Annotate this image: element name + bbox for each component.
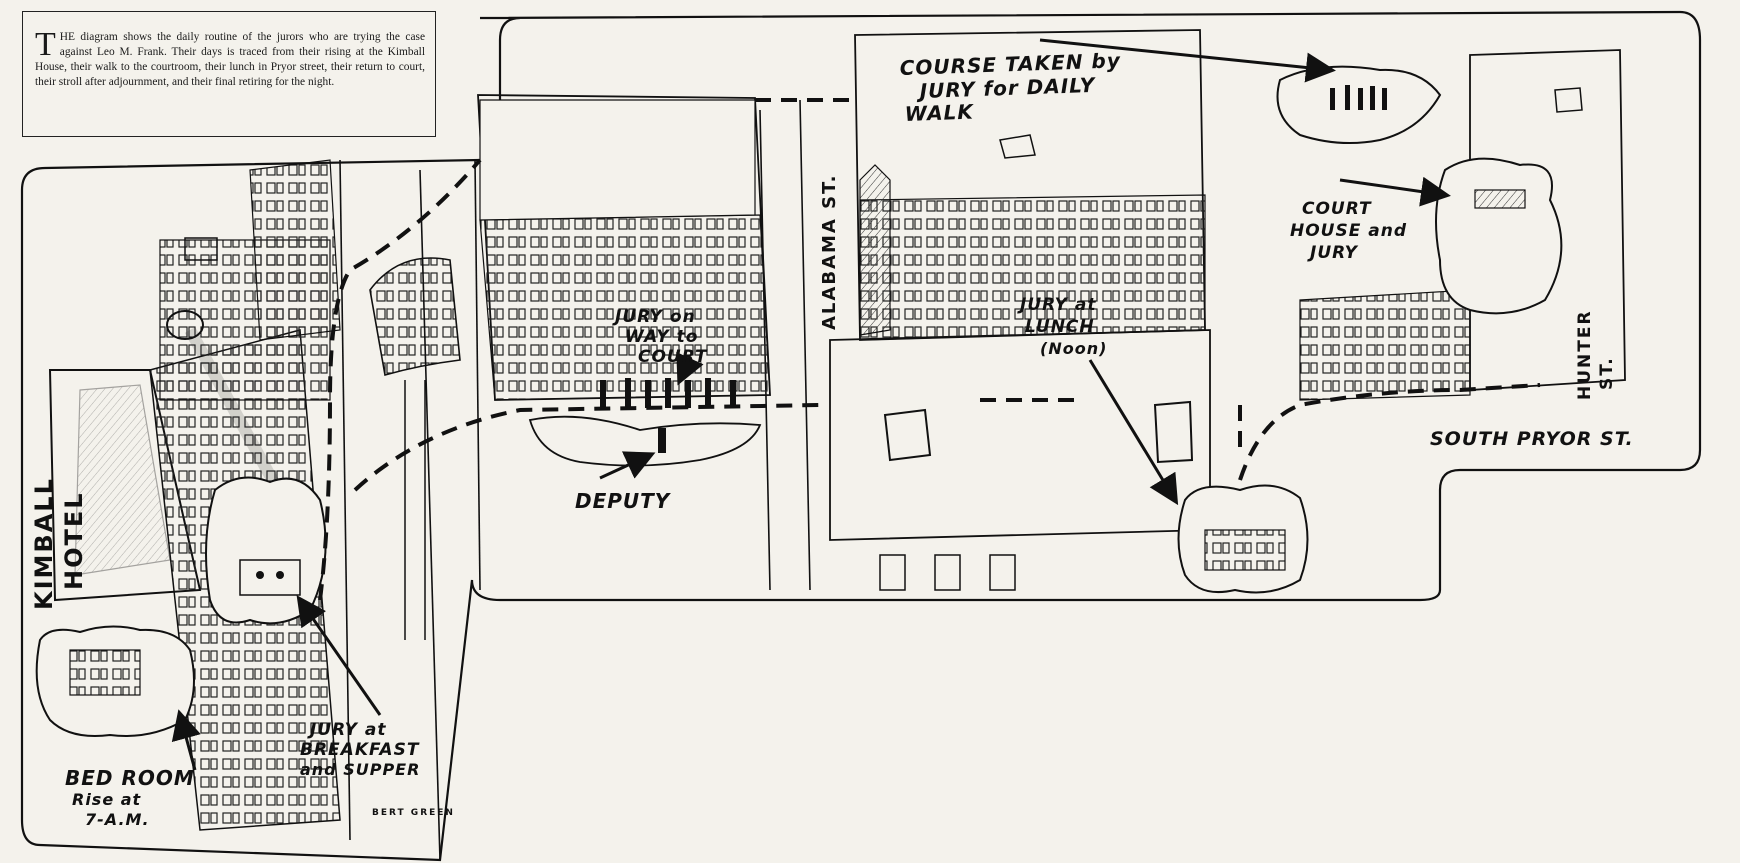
label-south-pryor-street: SOUTH PRYOR ST.	[1430, 428, 1634, 450]
label-breakfast: JURY at BREAKFAST and SUPPER	[300, 720, 420, 779]
vignette-deputy	[528, 415, 762, 467]
svg-text:LUNCH: LUNCH	[1025, 317, 1095, 337]
building-way-to-court	[477, 94, 771, 401]
caption-text: HE diagram shows the daily routine of th…	[35, 31, 425, 88]
svg-text:JURY for DAILY: JURY for DAILY	[915, 73, 1097, 103]
label-deputy: DEPUTY	[575, 489, 672, 513]
svg-text:BREAKFAST: BREAKFAST	[300, 740, 420, 760]
vignette-lunch	[1177, 484, 1309, 594]
vignette-breakfast	[205, 476, 327, 625]
vignette-walk	[1276, 65, 1442, 145]
svg-text:HOUSE and: HOUSE and	[1290, 221, 1407, 241]
svg-text:COURT: COURT	[638, 347, 708, 367]
building-lunch	[829, 329, 1211, 591]
vignette-court	[1435, 157, 1563, 315]
svg-text:JURY at: JURY at	[1017, 295, 1097, 315]
svg-text:(Noon): (Noon)	[1040, 339, 1107, 358]
label-lunch: JURY at LUNCH (Noon)	[1017, 295, 1107, 358]
svg-text:JURY on: JURY on	[612, 307, 696, 327]
jury-route-path	[318, 98, 1541, 601]
street-lines	[339, 99, 811, 861]
svg-text:BED ROOM: BED ROOM	[65, 766, 195, 790]
artist-signature: BERT GREEN	[372, 808, 455, 818]
svg-text:KIMBALL: KIMBALL	[30, 477, 58, 610]
label-kimball-hotel: KIMBALL HOTEL	[30, 477, 88, 610]
svg-text:ST.: ST.	[1597, 356, 1617, 390]
label-court-house: COURT HOUSE and JURY	[1290, 199, 1407, 263]
label-alabama-street: ALABAMA ST.	[819, 174, 840, 330]
label-bedroom: BED ROOM Rise at 7-A.M.	[65, 766, 195, 829]
caption-dropcap: T	[35, 26, 56, 63]
svg-text:WAY to: WAY to	[625, 327, 698, 347]
label-course: COURSE TAKEN by JURY for DAILY WALK	[899, 48, 1121, 126]
svg-text:JURY at: JURY at	[307, 720, 387, 740]
svg-text:and SUPPER: and SUPPER	[300, 760, 420, 779]
svg-text:COURT: COURT	[1302, 199, 1372, 219]
pointer-arrows	[171, 38, 1451, 771]
label-hunter-street: HUNTER ST.	[1575, 309, 1617, 400]
svg-text:HUNTER: HUNTER	[1575, 309, 1595, 400]
svg-text:JURY: JURY	[1307, 243, 1359, 263]
vignette-bedroom	[35, 625, 195, 737]
label-way-to-court: JURY on WAY to COURT	[612, 307, 708, 367]
streetcar	[369, 257, 461, 640]
svg-text:WALK: WALK	[904, 100, 974, 126]
svg-text:7-A.M.: 7-A.M.	[85, 810, 150, 829]
svg-text:Rise at: Rise at	[72, 790, 142, 809]
svg-text:HOTEL: HOTEL	[60, 491, 88, 590]
jurors-walking	[600, 378, 736, 408]
